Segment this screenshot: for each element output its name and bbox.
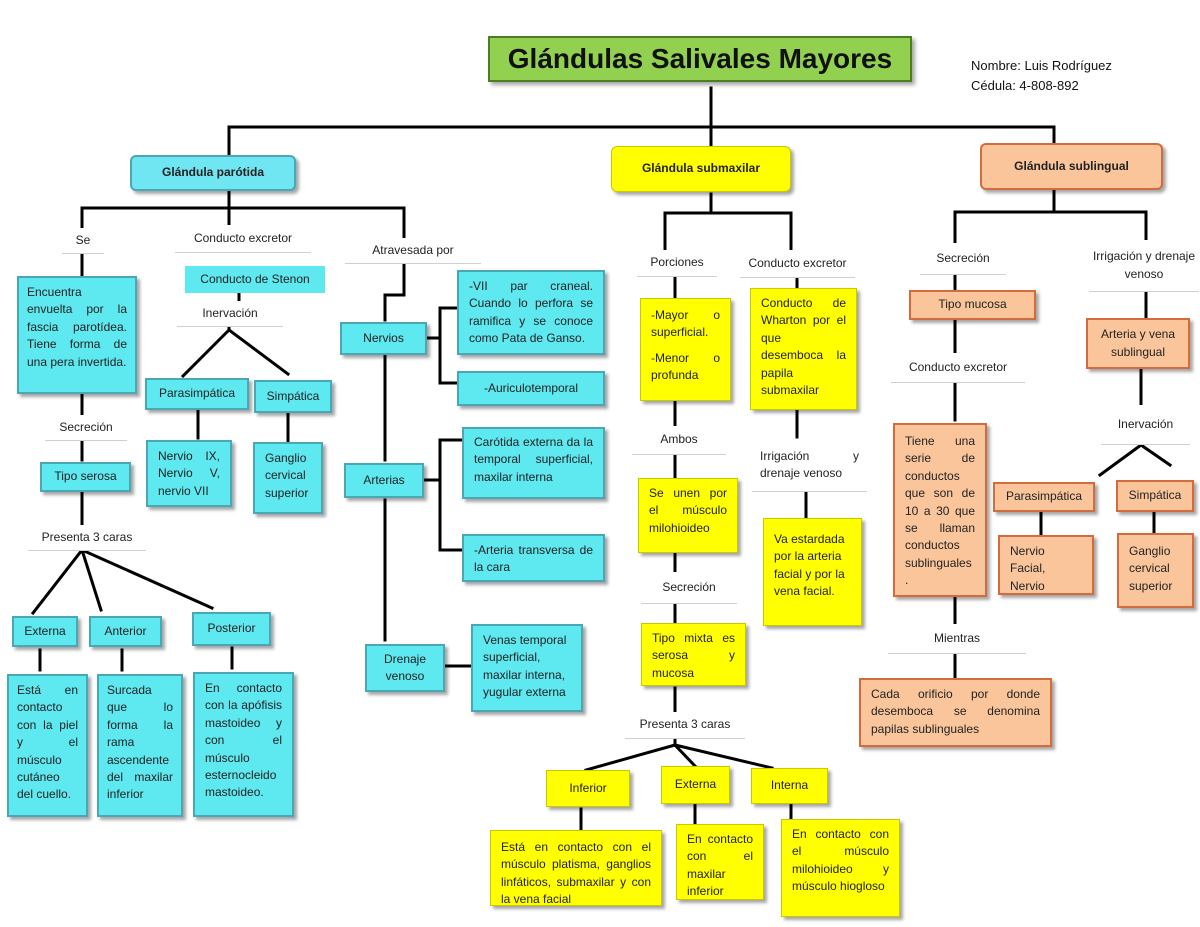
sublingual-parasimpatica: Parasimpática — [993, 482, 1095, 512]
parotida-secrecion-label: Secreción — [45, 415, 127, 441]
parotida-ganglio-text: Ganglio cervical superior — [265, 451, 309, 500]
parotida-anterior-desc-box: Surcada que lo forma la rama ascendente … — [97, 674, 183, 817]
submaxilar-porciones-box: -Mayor o superficial. -Menor o profunda — [640, 298, 731, 401]
parotida-venas-box: Venas temporal superficial, maxilar inte… — [471, 624, 583, 712]
parotida-anterior: Anterior — [89, 616, 162, 647]
sublingual-secrecion-label: Secreción — [920, 243, 1006, 275]
parotida-se-label: Se — [62, 228, 104, 254]
page-title: Glándulas Salivales Mayores — [488, 36, 912, 82]
author-name: Nombre: Luis Rodríguez — [971, 58, 1112, 73]
sublingual-arteria-box: Arteria y vena sublingual — [1086, 318, 1190, 369]
submaxilar-tipo-text: Tipo mixta es serosa y mucosa — [652, 631, 735, 680]
sublingual-simpatica: Simpática — [1116, 480, 1194, 512]
submaxilar-unen-box: Se unen por el músculo milohioideo — [638, 478, 738, 553]
submaxilar-vaestardada-text: Va estardada por la arteria facial y por… — [774, 532, 845, 599]
parotida-vii-text: -VII par craneal. Cuando lo perfora se r… — [469, 279, 593, 346]
submaxilar-externa: Externa — [661, 766, 730, 804]
parotida-simpatica: Simpática — [254, 380, 332, 413]
parotida-stenon: Conducto de Stenon — [185, 266, 325, 293]
submaxilar-menor: -Menor o profunda — [651, 350, 720, 383]
parotida-externa-desc-box: Está en contacto con la piel y el múscul… — [7, 674, 88, 817]
submaxilar-header: Glándula submaxilar — [611, 146, 791, 192]
parotida-nervios-box: Nervio IX, Nervio V, nervio VII — [146, 440, 232, 507]
author-id: Cédula: 4-808-892 — [971, 78, 1079, 94]
submaxilar-externa-desc-box: En contacto con el maxilar inferior — [676, 824, 764, 900]
parotida-header: Glándula parótida — [130, 155, 296, 191]
sublingual-tiene-text: Tiene una serie de conductos que son de … — [905, 434, 975, 588]
submaxilar-unen-text: Se unen por el músculo milohioideo — [649, 486, 727, 535]
submaxilar-wharton-box: Conducto de Wharton por el que desemboca… — [750, 288, 857, 410]
parotida-venas-text: Venas temporal superficial, maxilar inte… — [483, 633, 567, 700]
submaxilar-secrecion-label: Secreción — [641, 572, 737, 604]
sublingual-orificio-box: Cada orificio por donde desemboca se den… — [859, 678, 1052, 747]
parotida-transversa-text: -Arteria transversa de la cara — [474, 543, 593, 575]
submaxilar-wharton-text: Conducto de Wharton por el que desemboca… — [761, 296, 846, 397]
sublingual-irrigacion-label: Irrigación y drenaje venoso — [1089, 240, 1199, 292]
submaxilar-conducto-label: Conducto excretor — [740, 250, 855, 278]
sublingual-orificio-text: Cada orificio por donde desemboca se den… — [871, 687, 1040, 736]
submaxilar-vaestardada-box: Va estardada por la arteria facial y por… — [763, 518, 862, 626]
parotida-parasimpatica: Parasimpática — [145, 378, 249, 410]
submaxilar-inferior: Inferior — [546, 770, 630, 807]
sublingual-tiene-box: Tiene una serie de conductos que son de … — [893, 423, 987, 597]
submaxilar-interna: Interna — [751, 768, 828, 804]
parotida-externa: Externa — [12, 616, 78, 647]
parotida-ganglio-box: Ganglio cervical superior — [253, 442, 323, 514]
parotida-anterior-desc: Surcada que lo forma la rama ascendente … — [107, 683, 173, 802]
author-info: Nombre: Luis Rodríguez Cédula: 4-808-892 — [971, 56, 1171, 96]
submaxilar-interna-desc-box: En contacto con el músculo milohioideo y… — [781, 819, 900, 917]
parotida-drenaje: Drenaje venoso — [365, 644, 445, 692]
parotida-encuentra-text: Encuentra envuelta por la fascia parotíd… — [27, 285, 127, 369]
sublingual-nervio-box: Nervio Facial, Nervio lingual — [998, 535, 1094, 595]
parotida-atravesada-label: Atravesada por — [345, 238, 481, 264]
submaxilar-caras-label: Presenta 3 caras — [625, 712, 745, 739]
parotida-conducto-label: Conducto excretor — [175, 225, 311, 253]
sublingual-header: Glándula sublingual — [980, 143, 1163, 190]
parotida-tipo-serosa: Tipo serosa — [40, 462, 131, 492]
parotida-externa-desc: Está en contacto con la piel y el múscul… — [17, 683, 78, 802]
sublingual-inervacion-label: Inervación — [1101, 405, 1190, 445]
parotida-arterias: Arterias — [344, 463, 424, 498]
submaxilar-mayor: -Mayor o superficial. — [651, 308, 720, 340]
parotida-auriculo: -Auriculotemporal — [457, 371, 605, 406]
parotida-nervios: Nervios — [340, 322, 427, 355]
parotida-vii-box: -VII par craneal. Cuando lo perfora se r… — [457, 270, 605, 355]
submaxilar-irrigacion-label: Irrigación y drenaje venoso — [752, 444, 867, 492]
sublingual-ganglio-box: Ganglio cervical superior — [1117, 533, 1194, 608]
submaxilar-interna-desc: En contacto con el músculo milohioideo y… — [792, 827, 889, 894]
submaxilar-ambos-label: Ambos — [632, 426, 726, 455]
parotida-posterior: Posterior — [192, 612, 271, 646]
submaxilar-tipo-box: Tipo mixta es serosa y mucosa — [641, 623, 746, 686]
sublingual-tipo-mucosa: Tipo mucosa — [909, 290, 1036, 320]
submaxilar-inferior-desc-box: Está en contacto con el músculo platisma… — [490, 830, 662, 906]
parotida-posterior-desc: En contacto con la apófisis mastoideo y … — [205, 681, 282, 800]
sublingual-mientras-label: Mientras — [888, 624, 1026, 654]
parotida-transversa-box: -Arteria transversa de la cara — [462, 534, 605, 582]
parotida-posterior-desc-box: En contacto con la apófisis mastoideo y … — [193, 672, 294, 817]
parotida-carotida-box: Carótida externa da la temporal superfic… — [462, 427, 605, 499]
parotida-encuentra-box: Encuentra envuelta por la fascia parotíd… — [17, 276, 137, 394]
submaxilar-inferior-desc: Está en contacto con el músculo platisma… — [501, 840, 651, 906]
submaxilar-externa-desc: En contacto con el maxilar inferior — [687, 832, 753, 899]
parotida-inervacion-label: Inervación — [177, 301, 283, 327]
parotida-carotida-text: Carótida externa da la temporal superfic… — [474, 435, 593, 484]
parotida-caras-label: Presenta 3 caras — [28, 525, 146, 551]
sublingual-ganglio-text: Ganglio cervical superior — [1129, 544, 1173, 593]
sublingual-nervio-text: Nervio Facial, Nervio lingual — [1010, 544, 1046, 593]
parotida-nervios-text: Nervio IX, Nervio V, nervio VII — [158, 449, 220, 498]
sublingual-conducto-label: Conducto excretor — [891, 353, 1025, 383]
submaxilar-porciones-label: Porciones — [637, 250, 717, 277]
